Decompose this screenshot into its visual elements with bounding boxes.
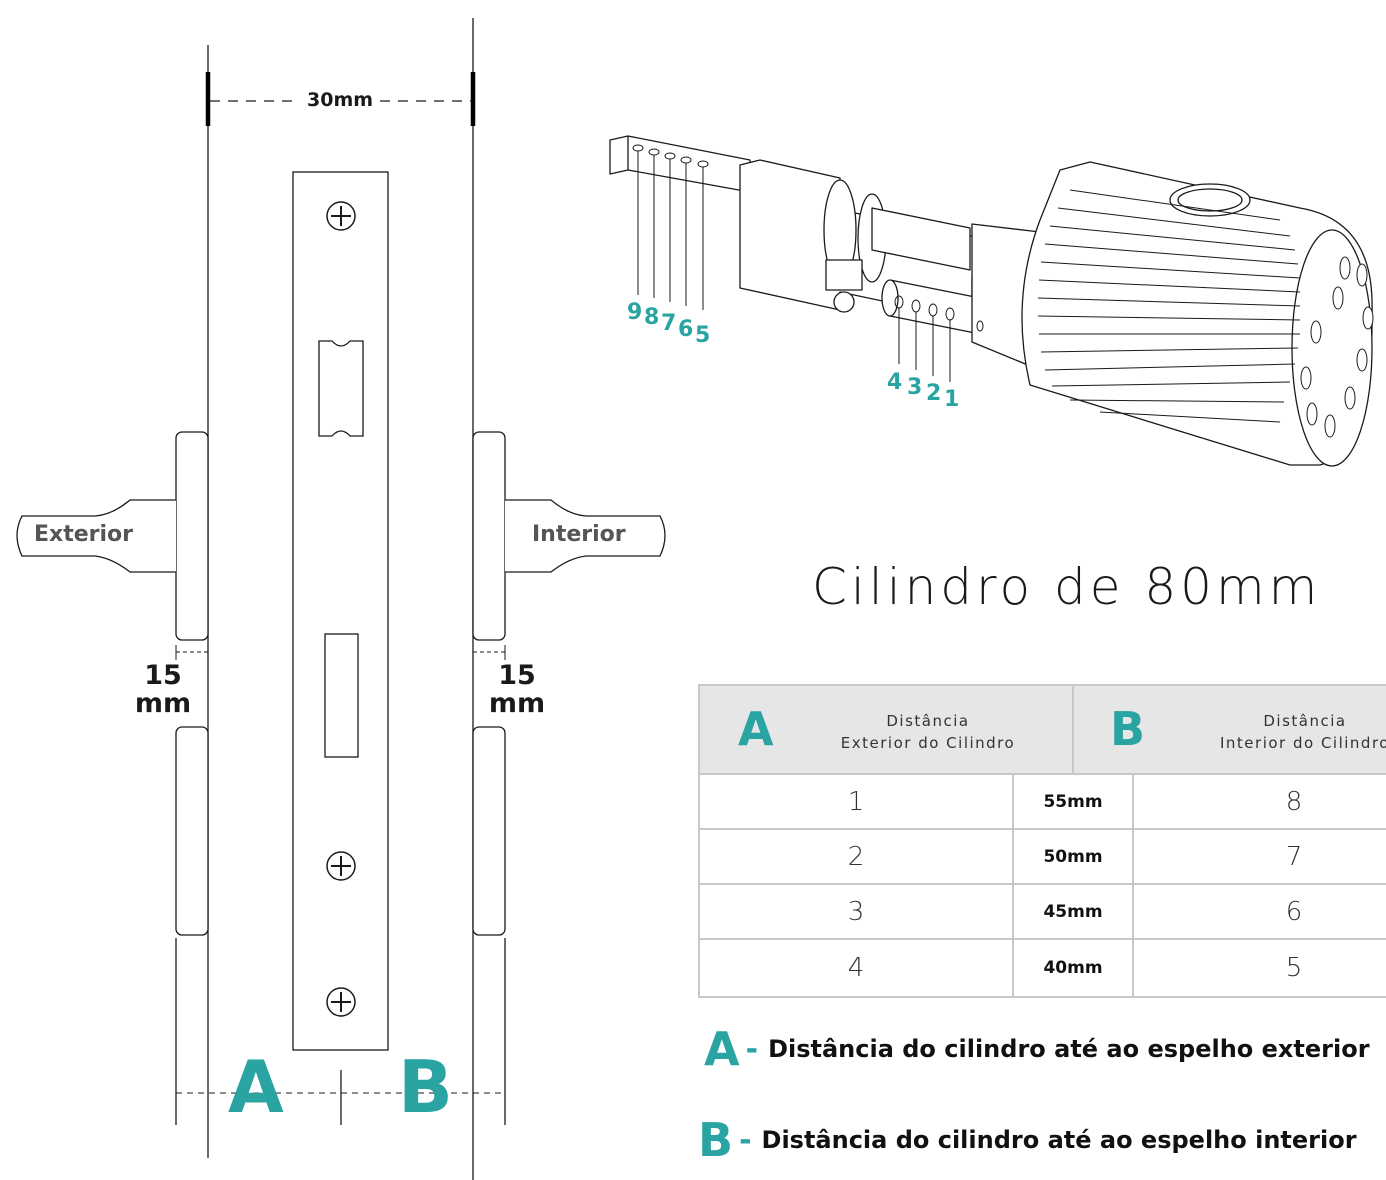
screw-icon [326, 201, 356, 231]
legend-a-text: Distância do cilindro até ao espelho ext… [768, 1035, 1370, 1063]
gap-right-value: 15 [498, 660, 536, 691]
pin-label-5: 5 [695, 323, 711, 348]
legend-b: B-Distância do cilindro até ao espelho i… [698, 1113, 1357, 1167]
row-size-value: 50mm [1012, 830, 1134, 883]
handle-interior [505, 499, 666, 573]
pin-label-8: 8 [644, 305, 660, 330]
escutcheon-exterior-bottom [175, 726, 209, 936]
header-b-letter: B [1110, 702, 1146, 756]
row-b-value: 7 [1285, 841, 1303, 872]
lock-faceplate [292, 171, 389, 1051]
keypad-buttons [1300, 256, 1374, 438]
gap-label-left: 15 mm [128, 662, 198, 718]
row-a-value: 1 [847, 786, 865, 817]
row-size-value: 55mm [1012, 775, 1134, 828]
pin-label-1: 1 [944, 387, 960, 412]
pin-leaders-left [632, 144, 709, 310]
row-size-value: 40mm [1012, 940, 1134, 996]
header-a-line2: Exterior do Cilindro [840, 734, 1016, 752]
inner-shaft [871, 207, 971, 271]
row-b-value: 5 [1285, 953, 1303, 983]
header-b-line2: Interior do Cilindro [1220, 734, 1386, 752]
pin-label-2: 2 [926, 381, 942, 406]
handle-exterior [16, 499, 176, 573]
exterior-label: Exterior [34, 522, 134, 547]
header-a-line1: Distância [886, 712, 970, 730]
table-row: 4 40mm 5 [698, 940, 1386, 998]
page-title: Cilindro de 80mm [812, 558, 1322, 616]
table-row: 3 45mm 6 [698, 885, 1386, 940]
table-row: 1 55mm 8 [698, 775, 1386, 830]
right-barrel-end [881, 279, 899, 317]
dimension-b-letter: B [398, 1045, 453, 1129]
legend-a-letter: A [704, 1022, 740, 1076]
pin-label-4: 4 [887, 370, 903, 395]
pin-label-6: 6 [678, 317, 694, 342]
escutcheon-interior-bottom [472, 726, 506, 936]
legend-a: A-Distância do cilindro até ao espelho e… [704, 1022, 1370, 1076]
door-lock-drawing [16, 18, 666, 1180]
interior-label: Interior [532, 522, 626, 547]
width-dimension-label: 30mm [304, 89, 377, 111]
row-a-value: 2 [847, 841, 865, 872]
pin-label-9: 9 [627, 300, 643, 325]
header-a-letter: A [738, 702, 774, 756]
size-table: A Distância Exterior do Cilindro B Distâ… [698, 684, 1386, 998]
header-a-text: Distância Exterior do Cilindro [808, 710, 1048, 754]
escutcheon-exterior-top [175, 431, 209, 641]
gap-right-unit: mm [488, 688, 546, 719]
knob-ridges [1037, 189, 1301, 423]
gap-left-value: 15 [144, 660, 182, 691]
bolt-opening [324, 633, 359, 758]
pin-label-3: 3 [907, 375, 923, 400]
legend-b-dash: - [739, 1122, 752, 1158]
header-divider [1072, 686, 1074, 775]
spindle-left [609, 135, 751, 193]
row-b-value: 6 [1285, 896, 1303, 927]
cam-pin [833, 291, 855, 313]
dimension-a-letter: A [228, 1045, 284, 1129]
legend-b-text: Distância do cilindro até ao espelho int… [761, 1126, 1357, 1154]
header-b-text: Distância Interior do Cilindro [1190, 710, 1386, 754]
screw-icon [326, 851, 356, 881]
row-a-value: 4 [847, 953, 865, 983]
row-b-value: 8 [1285, 786, 1303, 817]
gap-left-unit: mm [134, 688, 192, 719]
header-b-line1: Distância [1263, 712, 1347, 730]
escutcheon-interior-top [472, 431, 506, 641]
cylinder-illustration [609, 135, 1374, 467]
gap-label-right: 15 mm [482, 662, 552, 718]
row-a-value: 3 [847, 896, 865, 927]
latch-opening [318, 340, 364, 437]
cam-notch [825, 259, 863, 291]
table-header: A Distância Exterior do Cilindro B Distâ… [698, 684, 1386, 775]
row-size-value: 45mm [1012, 885, 1134, 938]
legend-a-dash: - [745, 1031, 759, 1067]
table-row: 2 50mm 7 [698, 830, 1386, 885]
pin-leaders-right [894, 295, 984, 382]
pin-label-7: 7 [661, 311, 677, 336]
screw-icon [326, 987, 356, 1017]
legend-b-letter: B [698, 1113, 734, 1167]
